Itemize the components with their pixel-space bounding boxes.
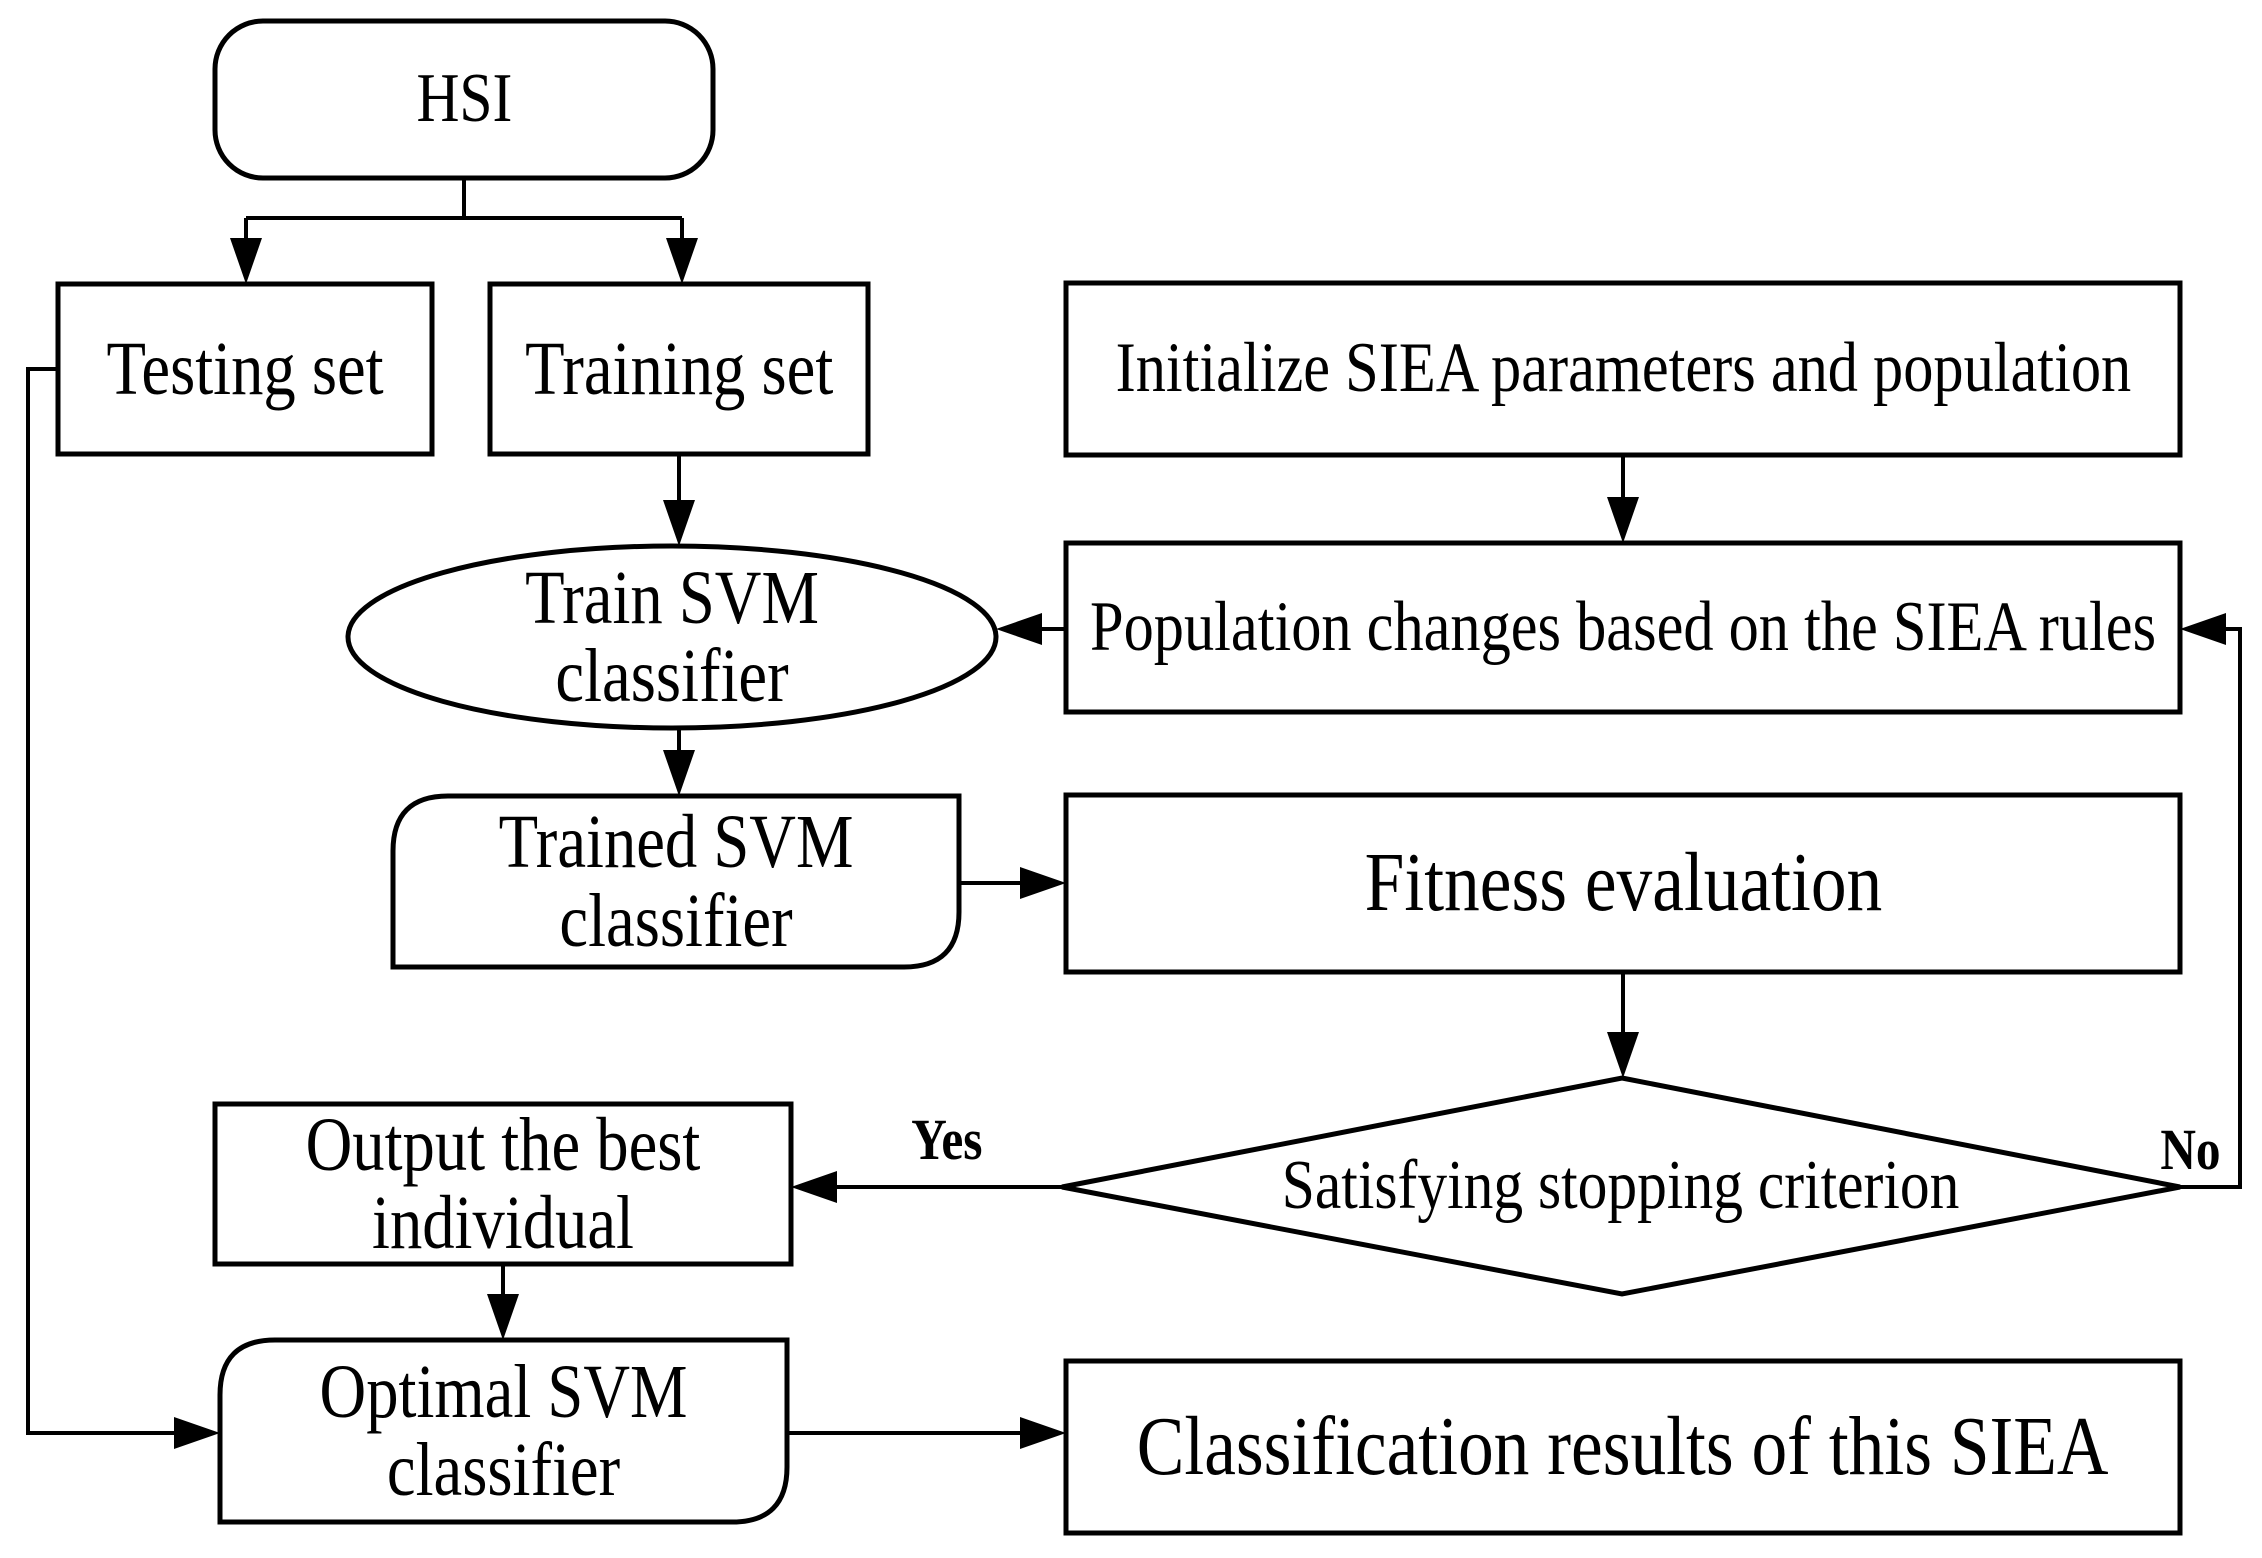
edge-hsi-to-sets — [230, 178, 698, 284]
edge-train-svm-to-trained-svm — [663, 728, 695, 796]
yes-label-text: Yes — [911, 1107, 983, 1173]
train-svm-shape — [345, 543, 999, 731]
testing-set-label: Testing set — [106, 326, 384, 411]
trained-svm-node: Trained SVM classifier — [393, 796, 959, 967]
initialize-shape — [1063, 280, 2183, 458]
edge-output-to-optimal — [487, 1264, 519, 1340]
classification-results-label: Classification results of this SIEA — [1137, 1399, 2109, 1493]
train-svm-label: Train SVM classifier — [525, 555, 819, 718]
edge-optimal-to-classification — [787, 1417, 1066, 1449]
yes-edge-label: Yes — [872, 1108, 1022, 1172]
train-svm-node: Train SVM classifier — [392, 551, 952, 723]
edge-training-to-train-svm — [663, 454, 695, 546]
optimal-svm-shape — [217, 1337, 790, 1525]
edge-stopping-yes-to-output — [791, 1171, 1062, 1203]
population-changes-label: Population changes based on the SIEA rul… — [1089, 587, 2157, 666]
optimal-svm-node: Optimal SVM classifier — [220, 1340, 787, 1522]
initialize-label: Initialize SIEA parameters and populatio… — [1115, 329, 2131, 408]
fitness-node: Fitness evaluation — [1066, 795, 2180, 972]
hsi-node: HSI — [215, 21, 713, 178]
hsi-label: HSI — [416, 60, 512, 138]
stopping-criterion-node: Satisfying stopping criterion — [1062, 1078, 2180, 1294]
training-set-shape — [487, 281, 871, 457]
training-set-node: Training set — [490, 284, 868, 454]
initialize-node: Initialize SIEA parameters and populatio… — [1066, 283, 2180, 455]
fitness-label: Fitness evaluation — [1364, 836, 1882, 930]
edge-trained-svm-to-fitness — [959, 867, 1066, 899]
no-label-text: No — [2159, 1117, 2221, 1183]
no-edge-label: No — [2130, 1118, 2250, 1182]
trained-svm-shape — [390, 793, 962, 970]
trained-svm-label: Trained SVM classifier — [498, 800, 854, 963]
edge-testing-to-optimal — [26, 367, 220, 1449]
training-set-label: Training set — [524, 326, 834, 411]
stopping-criterion-label: Satisfying stopping criterion — [1282, 1146, 1960, 1224]
population-changes-node: Population changes based on the SIEA rul… — [1066, 543, 2180, 712]
edge-population-to-train-svm — [996, 613, 1066, 645]
edge-stopping-no-to-population — [2180, 613, 2242, 1189]
output-best-node: Output the best individual — [215, 1104, 791, 1264]
edge-initialize-to-population — [1607, 455, 1639, 543]
classification-results-node: Classification results of this SIEA — [1066, 1361, 2180, 1533]
edge-fitness-to-stopping — [1607, 972, 1639, 1078]
testing-set-shape — [55, 281, 435, 457]
output-best-label: Output the best individual — [305, 1102, 701, 1265]
testing-set-node: Testing set — [58, 284, 432, 454]
classification-results-shape — [1063, 1358, 2183, 1536]
optimal-svm-label: Optimal SVM classifier — [319, 1349, 688, 1512]
stopping-criterion-shape — [1061, 1075, 2181, 1297]
